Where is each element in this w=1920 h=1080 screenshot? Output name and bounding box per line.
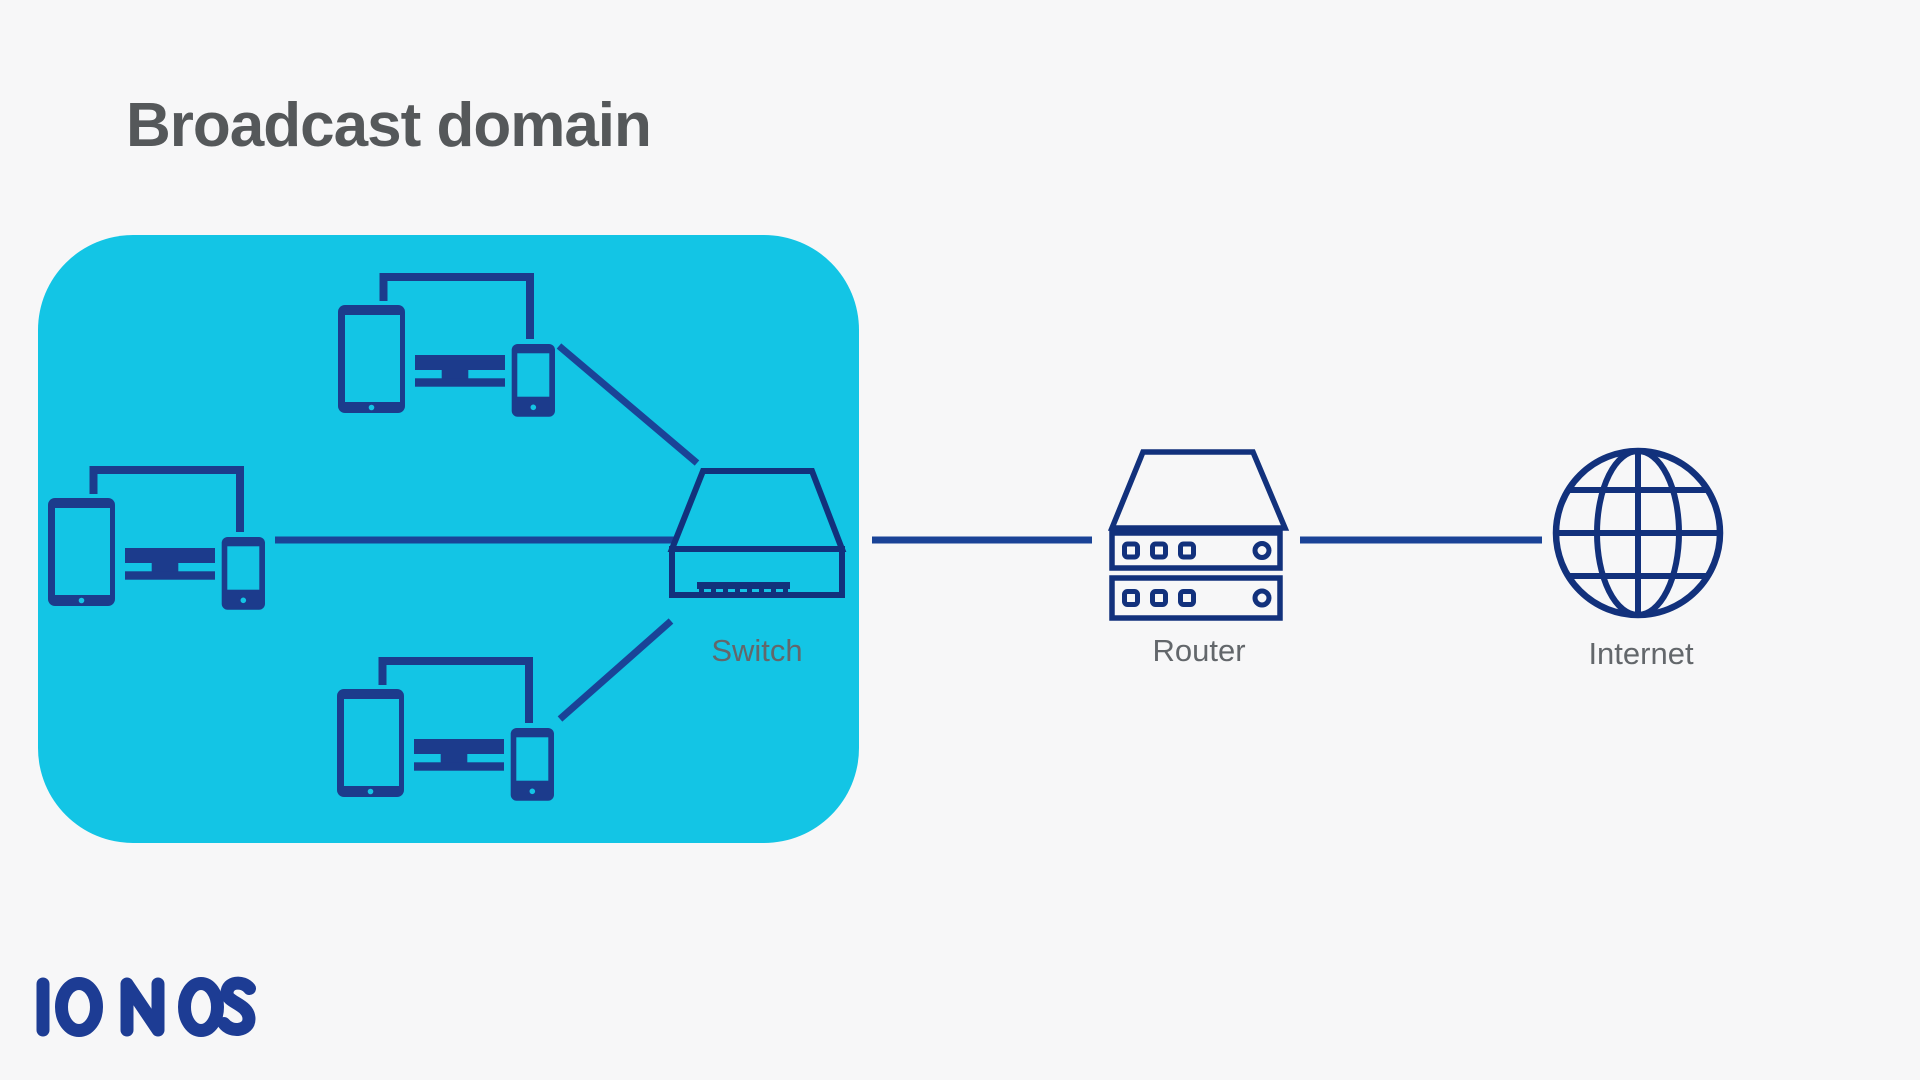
device-group-1 [338,277,555,417]
logo-letter-o1 [55,977,103,1037]
connector-lines [275,343,1542,722]
link-devices3-switch [557,618,674,722]
device-group-2 [48,470,265,610]
router-label: Router [1152,633,1246,668]
logo-letter-n [120,977,165,1037]
logo-letter-o2 [178,977,224,1037]
internet-globe-icon [1552,447,1724,619]
page-title: Broadcast domain [126,91,652,160]
ionos-logo [36,976,256,1037]
router-icon [1107,449,1290,621]
switch-ports [699,588,788,598]
device-group-3 [337,661,554,801]
router-ports [1122,541,1272,608]
internet-label: Internet [1588,636,1694,671]
logo-letter-s [217,976,256,1036]
switch-icon [667,468,847,598]
link-devices1-switch [556,343,700,466]
switch-label: Switch [711,633,803,668]
